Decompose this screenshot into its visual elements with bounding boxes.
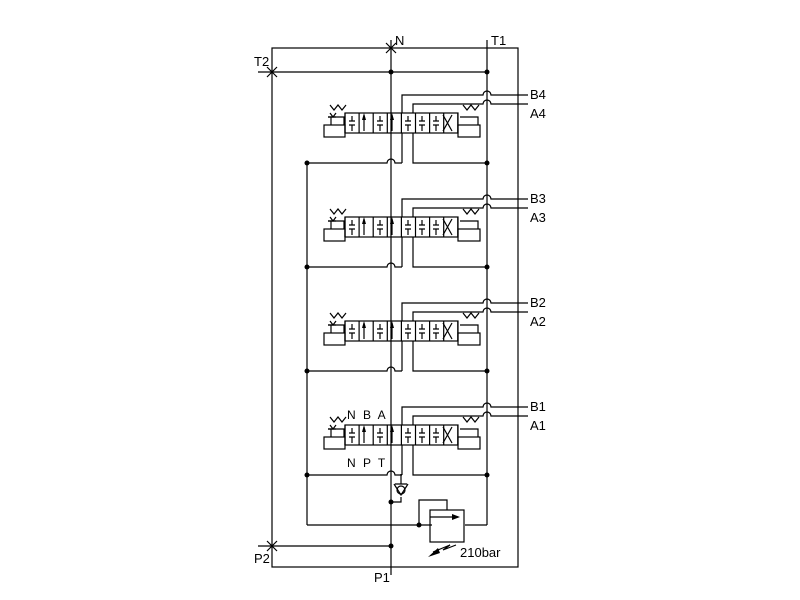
right-actuator — [457, 332, 481, 346]
port-b-label: B4 — [530, 87, 546, 102]
valve-top-port-labels: N B A — [347, 408, 388, 422]
right-actuator — [457, 124, 481, 138]
labels: N T1 T2 P2 P1 N B A N P T 210bar — [254, 33, 506, 585]
port-b-label: B2 — [530, 295, 546, 310]
port-a-label: A3 — [530, 210, 546, 225]
valve-bottom-port-labels: N P T — [347, 456, 387, 470]
check-valve — [391, 474, 409, 503]
port-a-label: A4 — [530, 106, 546, 121]
port-p2-label: P2 — [254, 551, 270, 566]
right-actuator — [457, 228, 481, 242]
port-t1-label: T1 — [491, 33, 506, 48]
left-actuator — [323, 332, 346, 346]
port-p1-label: P1 — [374, 570, 390, 585]
port-n-label: N — [395, 33, 404, 48]
left-actuator — [323, 228, 346, 242]
relief-setting-label: 210bar — [460, 545, 501, 560]
port-t2-label: T2 — [254, 54, 269, 69]
right-actuator — [457, 436, 481, 450]
port-a-label: A1 — [530, 418, 546, 433]
left-actuator — [323, 436, 346, 450]
left-actuator — [323, 124, 346, 138]
port-b-label: B1 — [530, 399, 546, 414]
frame — [258, 40, 519, 575]
relief-valve — [418, 499, 465, 557]
port-b-label: B3 — [530, 191, 546, 206]
port-a-label: A2 — [530, 314, 546, 329]
